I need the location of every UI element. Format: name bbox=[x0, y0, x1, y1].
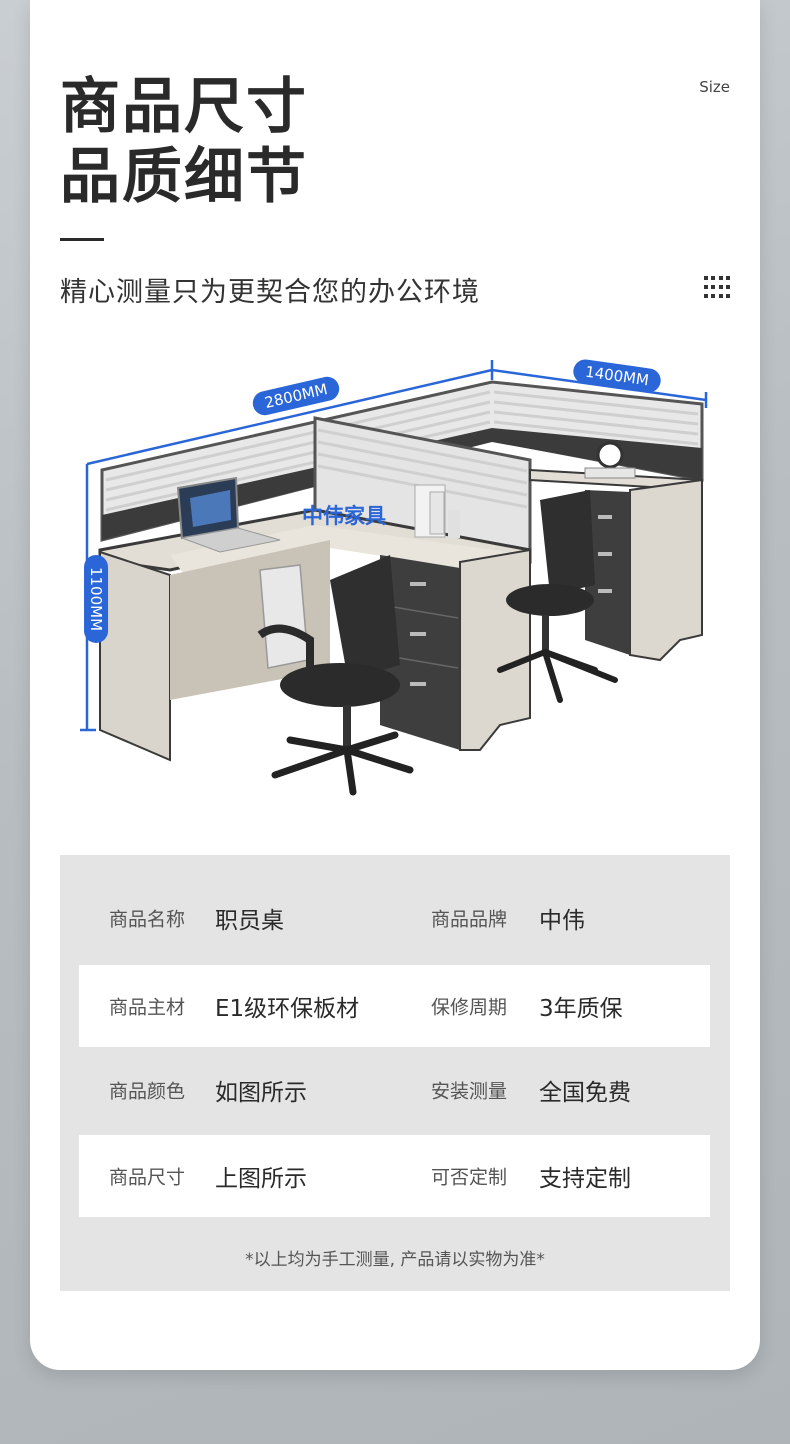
spec-table: 商品名称 职员桌 商品品牌 中伟 商品主材 E1级环保板材 保修周期 3年质保 … bbox=[60, 855, 730, 1291]
spec-value: 上图所示 bbox=[215, 1166, 307, 1192]
spec-value: 职员桌 bbox=[215, 908, 284, 934]
measurement-note: *以上均为手工测量, 产品请以实物为准* bbox=[245, 1250, 545, 1270]
spec-row: 商品主材 E1级环保板材 保修周期 3年质保 bbox=[79, 965, 710, 1047]
product-illustration: 2800MM 1400MM 1100MM 中伟家具 bbox=[30, 330, 760, 820]
size-tag: Size bbox=[699, 78, 730, 96]
spec-label: 商品名称 bbox=[109, 908, 186, 931]
spec-value: 全国免费 bbox=[539, 1080, 631, 1106]
brand-watermark: 中伟家具 bbox=[302, 504, 386, 528]
workstation-illustration bbox=[80, 360, 708, 796]
title-divider bbox=[60, 238, 104, 241]
title-line-2: 品质细节 bbox=[60, 142, 308, 212]
spec-row: 商品颜色 如图所示 安装测量 全国免费 bbox=[79, 1049, 710, 1131]
spec-value: 如图所示 bbox=[215, 1080, 307, 1106]
spec-value: E1级环保板材 bbox=[215, 996, 360, 1022]
spec-label: 商品品牌 bbox=[431, 908, 508, 931]
spec-label: 保修周期 bbox=[431, 996, 508, 1019]
spec-label: 商品主材 bbox=[109, 996, 186, 1019]
spec-label: 商品尺寸 bbox=[109, 1166, 186, 1189]
title-line-1: 商品尺寸 bbox=[60, 72, 308, 142]
spec-value: 支持定制 bbox=[539, 1166, 631, 1192]
grid-dots-icon bbox=[704, 276, 730, 302]
spec-value: 中伟 bbox=[539, 908, 585, 934]
spec-value: 3年质保 bbox=[539, 996, 623, 1022]
product-detail-card: 商品尺寸 品质细节 Size 精心测量只为更契合您的办公环境 bbox=[30, 0, 760, 1370]
spec-label: 安装测量 bbox=[431, 1080, 508, 1103]
page-title: 商品尺寸 品质细节 bbox=[60, 72, 308, 212]
spec-label: 可否定制 bbox=[431, 1166, 508, 1189]
height-dimension-badge: 1100MM bbox=[84, 554, 109, 644]
spec-row: 商品名称 职员桌 商品品牌 中伟 bbox=[79, 877, 710, 959]
spec-label: 商品颜色 bbox=[109, 1080, 186, 1103]
subtitle: 精心测量只为更契合您的办公环境 bbox=[60, 277, 480, 308]
spec-row: 商品尺寸 上图所示 可否定制 支持定制 bbox=[79, 1135, 710, 1217]
